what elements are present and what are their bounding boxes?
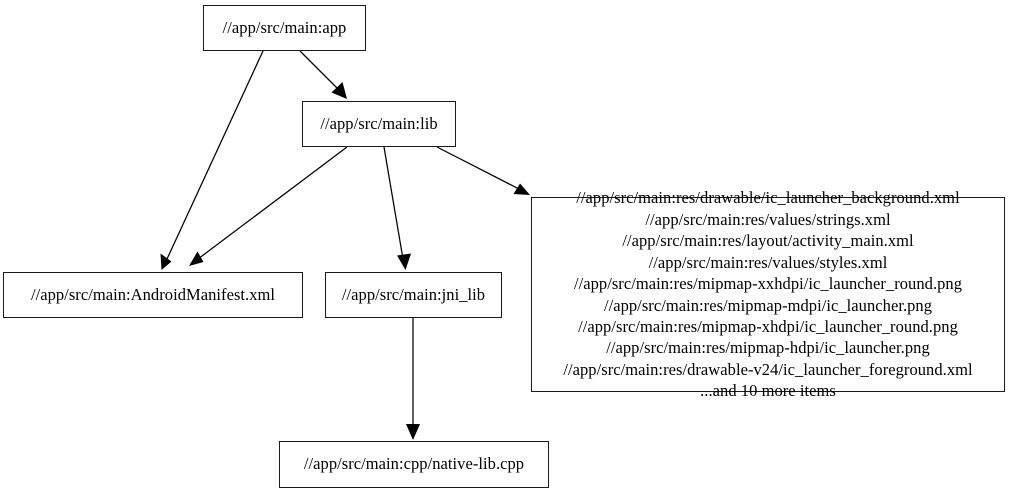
node-resources-line: //app/src/main:res/drawable/ic_launcher_… [576, 188, 960, 208]
node-resources-line: //app/src/main:res/drawable-v24/ic_launc… [563, 359, 973, 379]
node-native-lib-cpp-label: //app/src/main:cpp/native-lib.cpp [303, 454, 525, 474]
node-lib[interactable]: //app/src/main:lib [302, 101, 456, 147]
node-resources-label: //app/src/main:res/drawable/ic_launcher_… [532, 187, 1004, 401]
node-app[interactable]: //app/src/main:app [203, 5, 366, 51]
node-resources-line: //app/src/main:res/layout/activity_main.… [622, 231, 914, 251]
node-native-lib-cpp[interactable]: //app/src/main:cpp/native-lib.cpp [279, 441, 549, 488]
node-jni-lib[interactable]: //app/src/main:jni_lib [325, 272, 502, 318]
node-resources-line: //app/src/main:res/mipmap-mdpi/ic_launch… [603, 295, 933, 315]
edge-lib-to-resources [436, 146, 530, 195]
node-jni-lib-label: //app/src/main:jni_lib [341, 284, 486, 304]
node-resources-line: //app/src/main:res/mipmap-hdpi/ic_launch… [606, 338, 930, 358]
node-android-manifest[interactable]: //app/src/main:AndroidManifest.xml [3, 272, 303, 318]
node-android-manifest-label: //app/src/main:AndroidManifest.xml [30, 284, 276, 304]
edge-lib-to-manifest [189, 146, 348, 266]
node-resources[interactable]: //app/src/main:res/drawable/ic_launcher_… [531, 188, 1005, 400]
edge-app-to-manifest [160, 50, 264, 270]
node-resources-line: //app/src/main:res/values/styles.xml [648, 252, 888, 272]
node-lib-label: //app/src/main:lib [320, 113, 438, 133]
node-resources-line: //app/src/main:res/mipmap-xxhdpi/ic_laun… [573, 274, 963, 294]
node-app-label: //app/src/main:app [222, 17, 347, 37]
edge-lib-to-jni-lib [383, 146, 411, 270]
node-resources-line: //app/src/main:res/values/strings.xml [645, 209, 891, 229]
edge-jni-lib-to-native-lib [406, 318, 420, 440]
node-resources-line: ...and 10 more items [700, 381, 836, 401]
node-resources-line: //app/src/main:res/mipmap-xhdpi/ic_launc… [578, 316, 958, 336]
edge-app-to-lib [299, 50, 347, 99]
